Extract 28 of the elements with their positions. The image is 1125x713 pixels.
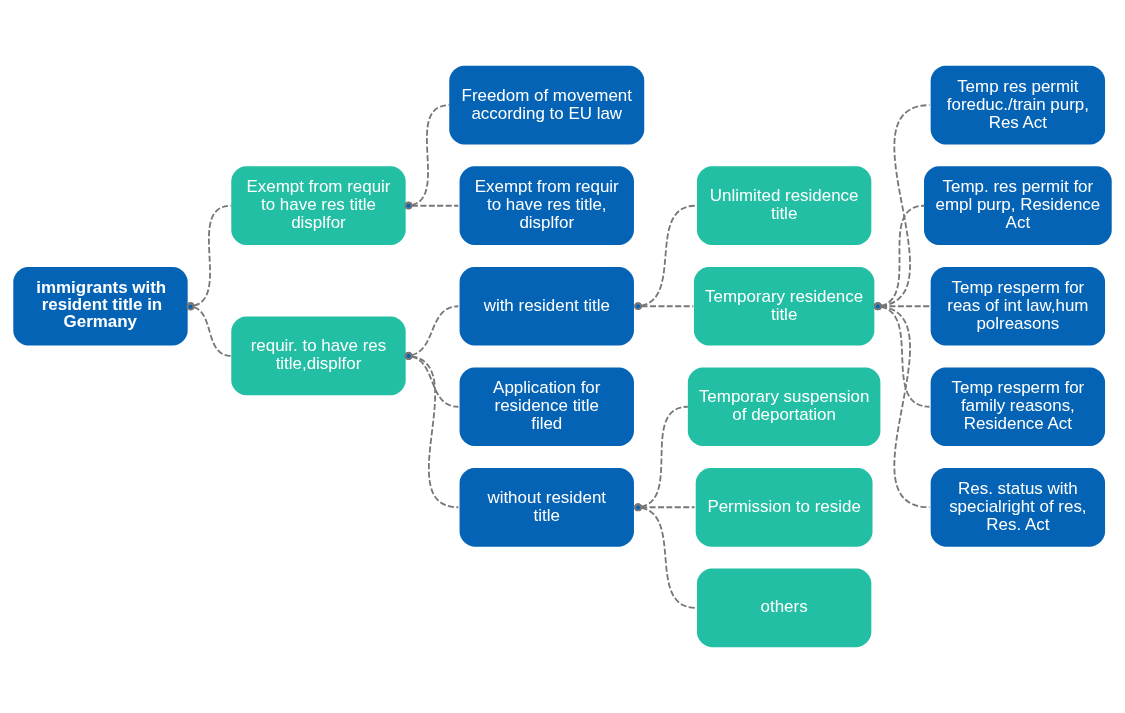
node-box: Application for residence title filed bbox=[459, 367, 634, 447]
connector bbox=[874, 302, 931, 509]
connector bbox=[404, 201, 460, 210]
connector bbox=[874, 104, 931, 310]
node-box: Temp resperm for family reasons, Residence Act bbox=[930, 367, 1106, 447]
connector bbox=[404, 305, 460, 360]
node-box: Temp res permit foreduc./train purp, Res Act bbox=[930, 65, 1106, 145]
connector bbox=[404, 352, 460, 408]
node-box: Exempt from requir to have res title, displfor bbox=[459, 166, 634, 246]
node-box: immigrants with resident title in Germany bbox=[13, 266, 188, 346]
node-box: Temp. res permit for empl purp, Residence Act bbox=[924, 166, 1112, 246]
connector bbox=[874, 302, 931, 408]
node-box: requir. to have res title,displfor bbox=[231, 316, 406, 396]
node-box: Exempt from requir to have res title displfor bbox=[231, 166, 406, 246]
connector bbox=[404, 104, 451, 210]
node-box: others bbox=[696, 568, 872, 648]
node-box: Temporary residence title bbox=[693, 266, 875, 346]
connector bbox=[874, 302, 931, 311]
node-box: Unlimited residence title bbox=[696, 166, 872, 246]
connector bbox=[874, 204, 925, 310]
node-box: Permission to reside bbox=[695, 467, 873, 547]
node-box: with resident title bbox=[459, 266, 634, 346]
node-box: without resident title bbox=[459, 467, 634, 547]
node-box: Freedom of movement according to EU law bbox=[449, 65, 645, 145]
connector bbox=[404, 352, 460, 509]
node-box: Res. status with specialright of res, Res. Act bbox=[930, 467, 1106, 547]
node-box: Temporary suspension of deportation bbox=[687, 367, 881, 447]
node-box: Temp resperm for reas of int law,hum polreasons bbox=[930, 266, 1106, 346]
